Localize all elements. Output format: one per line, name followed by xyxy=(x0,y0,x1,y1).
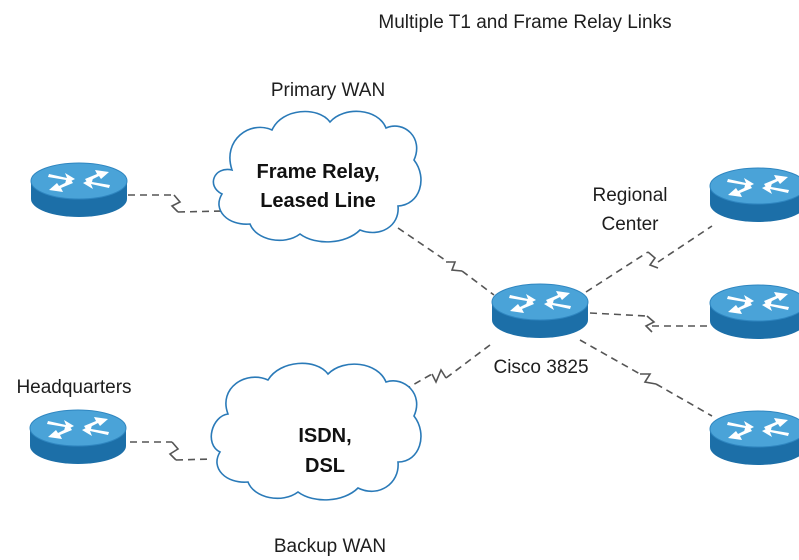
cloud-primary-wan xyxy=(212,110,422,243)
cisco-3825-label: Cisco 3825 xyxy=(493,357,588,378)
router-icon xyxy=(491,283,589,339)
backup-wan-tech-line1: ISDN, xyxy=(298,425,351,447)
headquarters-label: Headquarters xyxy=(16,377,131,398)
link-cisco-to-right-top xyxy=(585,225,713,293)
router-icon xyxy=(709,410,799,466)
link-cisco-to-right-mid xyxy=(589,312,712,333)
backup-wan-tech-line2: DSL xyxy=(305,455,345,477)
link-primary-to-cisco xyxy=(397,227,495,296)
backup-wan-caption: Backup WAN xyxy=(274,536,386,557)
link-backup-to-cisco xyxy=(403,344,491,391)
link-headquarters-to-backup xyxy=(130,441,213,461)
regional-center-label-line1: Regional xyxy=(593,185,668,206)
diagram-title: Multiple T1 and Frame Relay Links xyxy=(378,12,671,33)
router-icon xyxy=(709,167,799,223)
router-icon xyxy=(30,162,128,218)
regional-center-label-line2: Center xyxy=(601,214,659,235)
primary-wan-tech-line2: Leased Line xyxy=(260,190,376,212)
primary-wan-caption: Primary WAN xyxy=(271,80,385,101)
primary-wan-tech-line1: Frame Relay, xyxy=(256,161,379,183)
link-left-top-to-primary xyxy=(128,194,226,213)
router-icon xyxy=(29,409,127,465)
link-cisco-to-right-bottom xyxy=(579,339,713,417)
cloud-backup-wan xyxy=(210,362,422,501)
router-icon xyxy=(709,284,799,340)
